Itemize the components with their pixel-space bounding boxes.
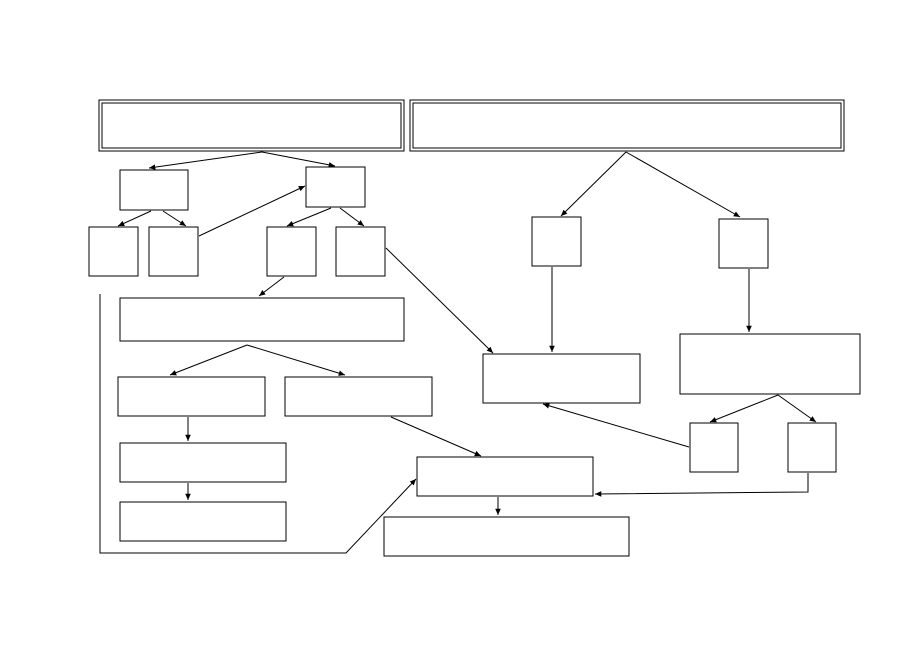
- header-right-box: [409, 99, 845, 152]
- node-r-w2: [787, 422, 837, 473]
- node-l-a1: [88, 226, 139, 277]
- edge-w2-center: [594, 473, 809, 497]
- connectors: [99, 151, 817, 554]
- edge-hdr-rb: [625, 151, 741, 218]
- node-r-w1: [689, 422, 739, 473]
- edge-wide-midr: [246, 344, 346, 376]
- header-left-box: [98, 99, 405, 152]
- node-r-a: [531, 216, 582, 267]
- node-r-b: [718, 218, 769, 269]
- edge-hdr-la: [148, 151, 263, 170]
- edge-b2-target: [385, 247, 494, 354]
- node-wide-1: [119, 297, 405, 342]
- edge-lb-b2: [339, 207, 365, 227]
- node-l-a: [119, 169, 189, 211]
- node-chain-2: [119, 501, 287, 542]
- node-center: [416, 456, 594, 497]
- edge-la-a1: [117, 210, 152, 227]
- node-mid-left: [117, 376, 266, 417]
- edge-midr-center: [390, 416, 482, 457]
- edge-rwide-w1: [709, 394, 779, 423]
- node-l-b1: [266, 226, 317, 277]
- node-bottom: [383, 516, 630, 557]
- edge-la-a2: [162, 210, 187, 227]
- edge-w1-target: [542, 403, 690, 448]
- node-l-b2: [335, 226, 386, 277]
- edge-a2-lb: [198, 185, 306, 237]
- node-l-a2: [148, 226, 199, 277]
- edge-rwide-w2: [777, 394, 817, 423]
- node-mid-right: [284, 376, 433, 417]
- edge-b1-wide: [258, 276, 285, 297]
- edge-hdr-ra: [560, 151, 627, 217]
- edge-hdr-lb: [261, 151, 336, 168]
- node-r-target: [482, 353, 641, 404]
- edge-wide-midl: [169, 344, 248, 376]
- node-chain-1: [119, 442, 287, 483]
- edge-bracket-center: [99, 294, 417, 554]
- edge-lb-b1: [286, 207, 332, 227]
- node-l-b: [305, 166, 366, 208]
- node-r-wide: [679, 333, 861, 395]
